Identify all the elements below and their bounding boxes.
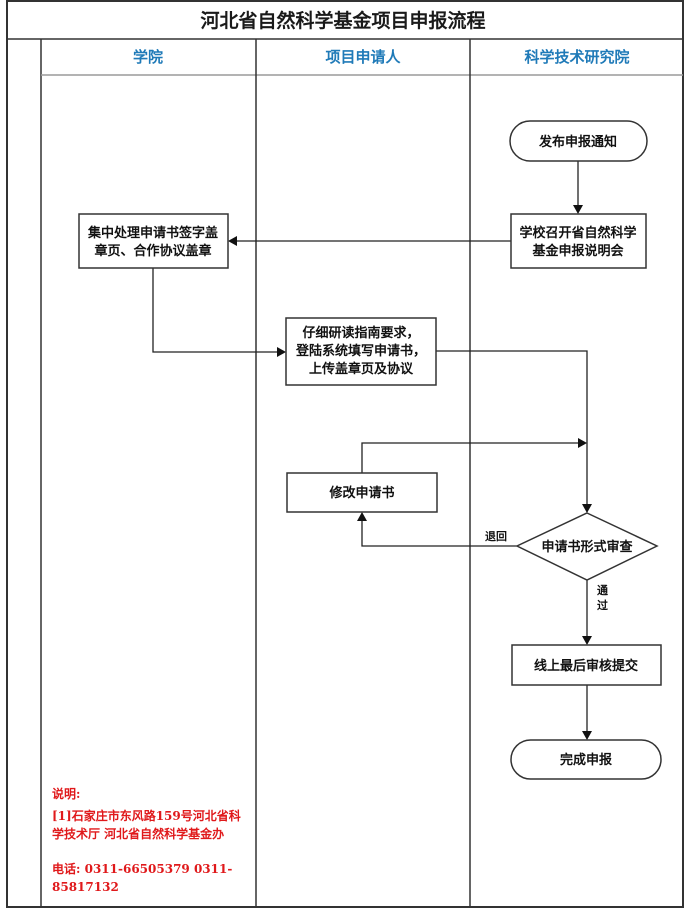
node-final-submit[interactable]: 线上最后审核提交 xyxy=(511,644,662,686)
note-line-5: 85817132 xyxy=(52,880,119,894)
node-briefing[interactable]: 学校召开省自然科学 基金申报说明会 xyxy=(510,213,647,269)
edge-label-pass-1: 通 xyxy=(597,584,608,597)
terminator-shape xyxy=(509,120,648,162)
edge-review-to-revise xyxy=(357,512,517,547)
arrow-head xyxy=(277,347,286,357)
arrow-head xyxy=(228,236,237,246)
process-shape xyxy=(78,213,229,269)
edge-review-to-final xyxy=(582,580,592,645)
node-label-line-2: 章页、合作协议盖章 xyxy=(94,243,211,259)
node-label-line-1: 集中处理申请书签字盖 xyxy=(87,225,218,241)
node-label: 发布申报通知 xyxy=(538,134,617,150)
arrow-head xyxy=(578,438,587,448)
outer-frame xyxy=(6,0,684,908)
decision-shape xyxy=(515,512,659,581)
node-complete[interactable]: 完成申报 xyxy=(510,739,662,780)
node-fill-application[interactable]: 仔细研读指南要求， 登陆系统填写申请书， 上传盖章页及协议 xyxy=(285,317,437,386)
process-shape xyxy=(286,472,438,513)
lane-header-research-office: 科学技术研究院 xyxy=(524,48,629,66)
process-shape xyxy=(285,317,437,386)
arrow-head xyxy=(573,205,583,214)
diagram-title: 河北省自然科学基金项目申报流程 xyxy=(200,9,485,32)
edge-label-reject: 退回 xyxy=(485,529,507,543)
node-stamp[interactable]: 集中处理申请书签字盖 章页、合作协议盖章 xyxy=(78,213,229,269)
edge-publish-to-briefing xyxy=(573,161,583,214)
node-label-line-2: 登陆系统填写申请书， xyxy=(295,343,426,359)
lane-header-college: 学院 xyxy=(133,48,163,66)
node-label-line-2: 基金申报说明会 xyxy=(531,243,624,259)
node-revise[interactable]: 修改申请书 xyxy=(286,472,438,513)
node-label-line-1: 仔细研读指南要求， xyxy=(302,325,419,341)
node-label-line-3: 上传盖章页及协议 xyxy=(309,361,414,377)
node-label: 申请书形式审查 xyxy=(541,539,633,555)
edge-revise-to-review xyxy=(361,438,587,473)
process-shape xyxy=(510,213,647,269)
arrow-head xyxy=(582,636,592,645)
edge-stamp-to-fill xyxy=(152,268,286,357)
terminator-shape xyxy=(510,739,662,780)
node-label: 修改申请书 xyxy=(328,485,394,501)
arrow-head xyxy=(582,731,592,740)
note-block: 说明: [1]石家庄市东风路159号河北省科 学技术厅 河北省自然科学基金办 电… xyxy=(52,786,241,894)
lane-header-applicant: 项目申请人 xyxy=(325,48,401,66)
note-line-1: [1]石家庄市东风路159号河北省科 xyxy=(52,808,241,823)
edge-briefing-to-stamp xyxy=(228,236,511,246)
process-shape xyxy=(511,644,662,686)
note-line-2: 学技术厅 河北省自然科学基金办 xyxy=(52,826,224,841)
node-format-review[interactable]: 申请书形式审查 xyxy=(515,512,659,581)
edge-final-to-complete xyxy=(582,685,592,740)
node-label: 完成申报 xyxy=(560,752,613,768)
node-label: 线上最后审核提交 xyxy=(534,658,638,674)
node-label-line-1: 学校召开省自然科学 xyxy=(519,225,636,241)
edge-fill-to-review xyxy=(436,350,592,513)
arrow-head xyxy=(582,504,592,513)
note-heading: 说明: xyxy=(52,786,80,801)
note-line-4: 电话: 0311-66505379 0311- xyxy=(52,861,232,876)
node-publish-notice[interactable]: 发布申报通知 xyxy=(509,120,648,162)
arrow-head xyxy=(357,512,367,521)
edge-label-pass-2: 过 xyxy=(597,598,608,612)
